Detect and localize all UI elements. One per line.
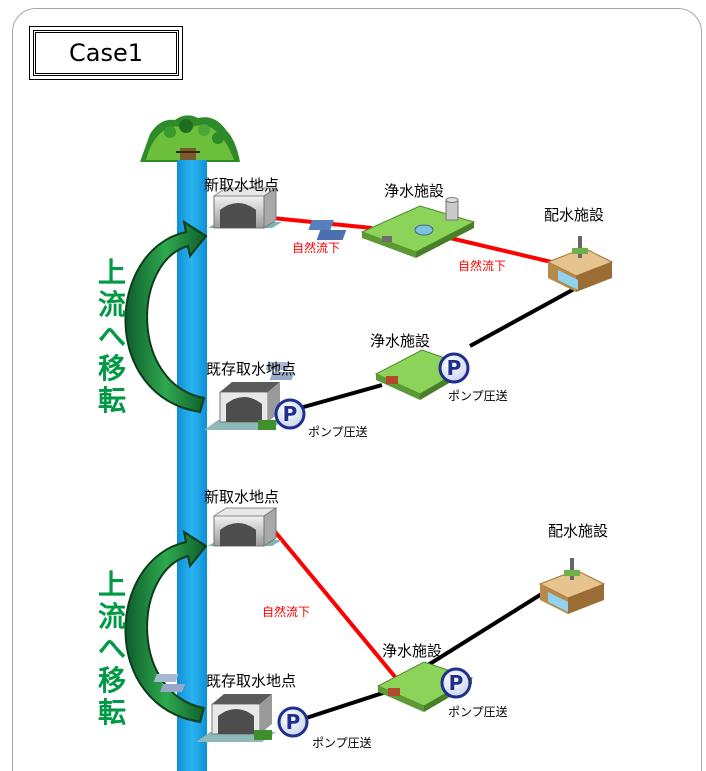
purification-plant-new-upper: [308, 197, 476, 258]
case-title: Case1: [29, 26, 183, 80]
new-intake-label-upper: 新取水地点: [204, 176, 279, 194]
move-char: へ: [98, 320, 126, 353]
distribution-facility-lower: [538, 558, 606, 614]
existing-intake-building-upper: [204, 382, 284, 430]
pump-line-upper-1: [299, 383, 383, 410]
distribution-label-upper: 配水施設: [544, 206, 604, 224]
pump-line-lower-2: [418, 588, 550, 672]
pump-icon: P: [438, 352, 470, 384]
pump-icon: P: [277, 706, 309, 738]
pump-symbol: P: [447, 356, 462, 380]
move-char: 移: [98, 664, 126, 697]
distribution-label-lower: 配水施設: [548, 522, 608, 540]
existing-intake-building-lower: [196, 694, 276, 742]
existing-intake-label-upper: 既存取水地点: [206, 360, 296, 378]
gravity-line-lower: [270, 526, 398, 680]
move-upstream-arrow-lower: [124, 529, 208, 724]
mountain-source-icon: [140, 115, 240, 162]
move-char: 流: [98, 288, 126, 321]
pump-symbol: P: [286, 710, 301, 734]
existing-intake-label-lower: 既存取水地点: [206, 672, 296, 690]
move-upstream-text-upper: 上 流 へ 移 転: [98, 256, 126, 417]
move-char: 上: [98, 568, 126, 601]
gravity-flow-label-upper-2: 自然流下: [458, 258, 506, 273]
purification-new-label-upper: 浄水施設: [384, 182, 444, 200]
gravity-line-upper-2: [449, 236, 561, 266]
gravity-flow-label-lower: 自然流下: [262, 604, 310, 619]
move-char: へ: [98, 632, 126, 665]
distribution-facility-upper: [546, 236, 614, 292]
pump-label-lower-1: ポンプ圧送: [312, 735, 372, 750]
pump-line-lower-1: [299, 688, 393, 722]
pump-symbol: P: [449, 671, 464, 695]
pump-icon: P: [274, 398, 306, 430]
move-char: 移: [98, 352, 126, 385]
pump-label-upper-2: ポンプ圧送: [448, 388, 508, 403]
move-char: 流: [98, 600, 126, 633]
river: [177, 160, 207, 771]
new-intake-building-lower: [208, 507, 282, 547]
diagram-frame: [12, 8, 702, 771]
new-intake-label-lower: 新取水地点: [204, 488, 279, 506]
move-char: 上: [98, 256, 126, 289]
move-char: 転: [98, 384, 126, 417]
pump-label-upper-1: ポンプ圧送: [308, 424, 368, 439]
purification-existing-label-upper: 浄水施設: [370, 332, 430, 350]
move-char: 転: [98, 696, 126, 729]
purification-label-lower: 浄水施設: [382, 642, 442, 660]
move-upstream-arrow-upper: [124, 219, 208, 414]
move-upstream-text-lower: 上 流 へ 移 転: [98, 568, 126, 729]
pump-line-upper-2: [469, 286, 577, 348]
gravity-flow-label-upper-1: 自然流下: [292, 240, 340, 255]
pump-symbol: P: [283, 402, 298, 426]
new-intake-building-upper: [208, 187, 282, 229]
pump-icon: P: [440, 667, 472, 699]
pump-label-lower-2: ポンプ圧送: [448, 704, 508, 719]
